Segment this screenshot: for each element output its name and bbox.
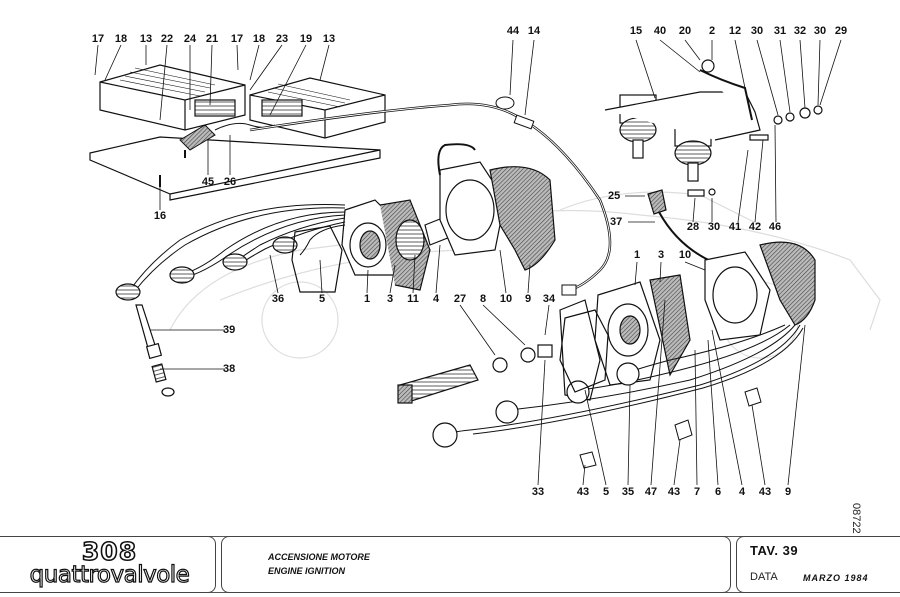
- callout-40: 40: [653, 25, 667, 37]
- title-box: [221, 536, 731, 593]
- callout-43: 43: [667, 486, 681, 498]
- sensor-clip: [495, 96, 535, 130]
- callout-33: 33: [531, 486, 545, 498]
- plate-number: TAV. 39: [750, 543, 799, 558]
- callout-13: 13: [139, 33, 153, 45]
- callout-44: 44: [506, 25, 520, 37]
- ignition-coils: [604, 59, 823, 215]
- callout-3: 3: [386, 293, 394, 305]
- callout-21: 21: [205, 33, 219, 45]
- callout-16: 16: [153, 210, 167, 222]
- callout-37: 37: [610, 216, 623, 228]
- logo-number: 308: [81, 536, 138, 567]
- callout-45: 45: [201, 176, 215, 188]
- sheet-id: 08722: [850, 503, 862, 534]
- callout-4: 4: [432, 293, 440, 305]
- callout-10: 10: [678, 249, 692, 261]
- callout-13: 13: [322, 33, 336, 45]
- callout-20: 20: [678, 25, 692, 37]
- callout-8: 8: [479, 293, 487, 305]
- callout-5: 5: [318, 293, 326, 305]
- ecu-mounting-plate: [89, 136, 381, 201]
- callout-3: 3: [657, 249, 665, 261]
- callout-4: 4: [738, 486, 746, 498]
- callout-14: 14: [527, 25, 541, 37]
- callout-22: 22: [160, 33, 174, 45]
- callout-42: 42: [748, 221, 762, 233]
- callout-19: 19: [299, 33, 313, 45]
- callout-27: 27: [453, 293, 467, 305]
- callout-11: 11: [407, 293, 419, 305]
- callout-17: 17: [91, 33, 105, 45]
- date-value: MARZO 1984: [803, 573, 869, 583]
- callout-34: 34: [542, 293, 556, 305]
- gasket-upper: [291, 225, 343, 293]
- callout-36: 36: [271, 293, 285, 305]
- callout-1: 1: [363, 293, 371, 305]
- callout-30: 30: [707, 221, 721, 233]
- callout-1: 1: [633, 249, 641, 261]
- callout-24: 24: [183, 33, 197, 45]
- callout-39: 39: [223, 324, 236, 336]
- callout-5: 5: [602, 486, 610, 498]
- logo-wordmark: quattrovalvole: [29, 561, 190, 588]
- callout-41: 41: [728, 221, 742, 233]
- callout-18: 18: [252, 33, 266, 45]
- callout-9: 9: [784, 486, 792, 498]
- callout-17: 17: [230, 33, 244, 45]
- callout-35: 35: [621, 486, 635, 498]
- plate-box: [736, 536, 900, 593]
- title-italian: ACCENSIONE MOTORE: [268, 552, 370, 562]
- ecu-unit-left: [99, 64, 246, 131]
- plug-caps-left: [115, 236, 298, 301]
- callout-47: 47: [644, 486, 658, 498]
- callout-30: 30: [813, 25, 827, 37]
- model-logo: 308 quattrovalvole: [6, 536, 213, 592]
- callout-43: 43: [758, 486, 772, 498]
- distributor-lower: [559, 241, 816, 401]
- callout-30: 30: [750, 25, 764, 37]
- spark-plug: [135, 304, 175, 397]
- callout-12: 12: [728, 25, 742, 37]
- callout-31: 31: [773, 25, 787, 37]
- ecu-unit-right: [249, 77, 386, 139]
- spark-plug-leads-left: [129, 203, 346, 293]
- callout-10: 10: [499, 293, 513, 305]
- exploded-parts-diagram: [89, 39, 881, 486]
- sensor-plug: [561, 284, 577, 296]
- callout-25: 25: [608, 190, 621, 202]
- date-label: DATA: [750, 571, 778, 583]
- callout-18: 18: [114, 33, 128, 45]
- callout-15: 15: [629, 25, 643, 37]
- callout-29: 29: [834, 25, 848, 37]
- title-english: ENGINE IGNITION: [268, 566, 346, 576]
- spark-plug-leads-lower: [444, 324, 804, 436]
- gasket-lower: [559, 309, 609, 393]
- callout-32: 32: [793, 25, 807, 37]
- callout-43: 43: [576, 486, 590, 498]
- leader-lines: [94, 39, 842, 486]
- logo-box: [0, 536, 216, 593]
- callout-9: 9: [524, 293, 532, 305]
- callout-2: 2: [708, 25, 716, 37]
- callout-23: 23: [275, 33, 289, 45]
- callout-7: 7: [693, 486, 701, 498]
- callout-38: 38: [223, 363, 236, 375]
- callout-26: 26: [223, 176, 237, 188]
- cable-clips: [579, 387, 762, 469]
- callout-28: 28: [686, 221, 700, 233]
- callout-6: 6: [714, 486, 722, 498]
- drive-shaft: [397, 344, 553, 404]
- callout-46: 46: [768, 221, 782, 233]
- distributor-upper: [341, 143, 556, 291]
